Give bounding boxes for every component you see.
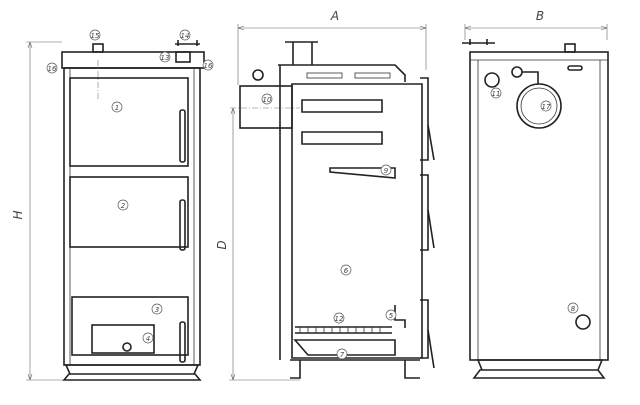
- flue-stub: [92, 43, 104, 53]
- callout-15: 15: [91, 32, 100, 40]
- callout-16-left: 16: [48, 65, 57, 73]
- draft-regulator: [394, 305, 406, 328]
- callout-11: 11: [492, 90, 501, 98]
- side-feet: [290, 359, 420, 379]
- callout-6: 6: [344, 267, 349, 275]
- back-stub: [564, 43, 576, 53]
- dimension-h-label: H: [11, 210, 25, 219]
- callout-3: 3: [155, 306, 159, 314]
- dimension-b-label: B: [536, 9, 544, 23]
- front-view: H: [11, 40, 205, 381]
- side-view: A D: [215, 9, 435, 381]
- width-dimension-line: [237, 24, 427, 85]
- water-inlet: [575, 314, 591, 330]
- flue-outlet: [516, 83, 562, 129]
- flue-outlet-inner: [520, 87, 558, 125]
- flue-height-dimension-line: [229, 107, 300, 381]
- callout-7: 7: [340, 351, 345, 359]
- grate-bars: [299, 327, 381, 333]
- side-top: [278, 64, 406, 360]
- slot: [306, 72, 343, 79]
- slot: [354, 72, 391, 79]
- callout-1: 1: [115, 104, 119, 112]
- grate: [295, 326, 392, 334]
- back-view: B: [462, 9, 609, 379]
- dimension-d-label: D: [215, 240, 229, 249]
- callout-8: 8: [571, 305, 576, 313]
- ash-door-handle: [179, 321, 186, 363]
- front-base: [62, 364, 202, 381]
- dimension-a-label: A: [330, 9, 339, 23]
- middle-door-handle: [179, 199, 186, 251]
- side-door-handles: [427, 124, 435, 369]
- callout-17: 17: [542, 103, 551, 111]
- callout-13: 13: [161, 54, 170, 62]
- side-body: [291, 83, 423, 359]
- height-dimension-line: [26, 41, 65, 381]
- callout-10: 10: [263, 96, 272, 104]
- gauge: [511, 66, 523, 78]
- depth-dimension-line: [464, 24, 608, 40]
- callout-9: 9: [384, 167, 389, 175]
- middle-door: [69, 176, 189, 248]
- back-top-fitting: [462, 39, 495, 45]
- nameplate: [567, 65, 583, 71]
- back-edges: [470, 59, 608, 360]
- heat-exchanger-baffles: [301, 99, 396, 179]
- thermometer: [175, 51, 191, 63]
- air-damper: [91, 324, 155, 354]
- callout-14: 14: [181, 32, 190, 40]
- side-top-fitting: [285, 41, 318, 65]
- ash-door: [71, 296, 189, 356]
- callouts: 1 2 3 4 13 14 15 16 16 5 6 7 9 10 12 8 1…: [46, 29, 579, 360]
- upper-door: [69, 77, 189, 167]
- top-cover: [61, 51, 205, 69]
- water-outlet: [484, 72, 500, 88]
- gauge-pipe: [522, 71, 539, 84]
- callout-4: 4: [146, 335, 150, 343]
- ash-pan: [293, 339, 396, 356]
- top-fitting: [175, 40, 200, 46]
- damper-knob: [122, 342, 132, 352]
- callout-12: 12: [335, 315, 344, 323]
- flue-pipe: [239, 85, 293, 129]
- thermometer-gauge: [252, 69, 264, 81]
- side-edge: [69, 68, 195, 365]
- callout-16-right: 16: [204, 62, 213, 70]
- back-base: [472, 359, 606, 379]
- callout-5: 5: [389, 312, 394, 320]
- upper-door-handle: [179, 109, 186, 163]
- back-body: [469, 51, 609, 361]
- callout-2: 2: [121, 202, 126, 210]
